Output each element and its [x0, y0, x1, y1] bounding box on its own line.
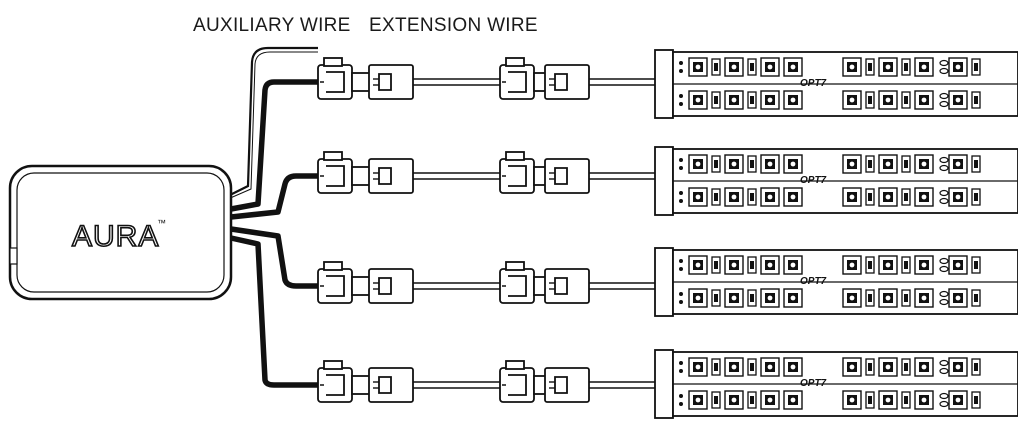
- controller-connector-female: [317, 57, 371, 100]
- light-bar-brand: OPT7: [800, 378, 827, 389]
- connection-row-1: OPT7: [317, 49, 1018, 119]
- light-bar-connector-male: [544, 268, 590, 304]
- controller-connector-female: [317, 151, 371, 194]
- light-bar-brand: OPT7: [800, 78, 827, 89]
- extension-wire-label: EXTENSION WIRE: [369, 15, 538, 36]
- light-bar-1: OPT7: [654, 49, 1018, 119]
- controller-connector-female: [317, 360, 371, 403]
- light-bar-3: OPT7: [654, 247, 1018, 317]
- output-wire-3: [230, 226, 318, 289]
- light-bar-connector-male: [544, 367, 590, 403]
- extension-connector-male: [368, 158, 414, 194]
- extension-connector-male: [368, 64, 414, 100]
- auxiliary-wire: [227, 46, 318, 197]
- extension-connector-male: [368, 268, 414, 304]
- aura-controller: AURA ™: [8, 164, 233, 301]
- light-bar-connector-male: [544, 64, 590, 100]
- auxiliary-wire-label: AUXILIARY WIRE: [193, 15, 351, 36]
- light-bar-connector-male: [544, 158, 590, 194]
- output-wire-4: [230, 235, 318, 388]
- output-wire-1: [230, 79, 318, 212]
- aura-trademark: ™: [157, 218, 166, 228]
- light-bar-4: OPT7: [654, 349, 1018, 419]
- controller-connector-female: [317, 261, 371, 304]
- connection-row-4: OPT7: [317, 349, 1018, 419]
- controller-output-wires: [230, 79, 318, 388]
- aura-logo-text: AURA: [72, 220, 159, 253]
- extension-connector-male: [368, 367, 414, 403]
- light-bar-brand: OPT7: [800, 175, 827, 186]
- connection-row-3: OPT7: [317, 247, 1018, 317]
- light-bar-brand: OPT7: [800, 276, 827, 287]
- connection-row-2: OPT7: [317, 146, 1018, 216]
- output-wire-2: [230, 173, 318, 220]
- light-bar-2: OPT7: [654, 146, 1018, 216]
